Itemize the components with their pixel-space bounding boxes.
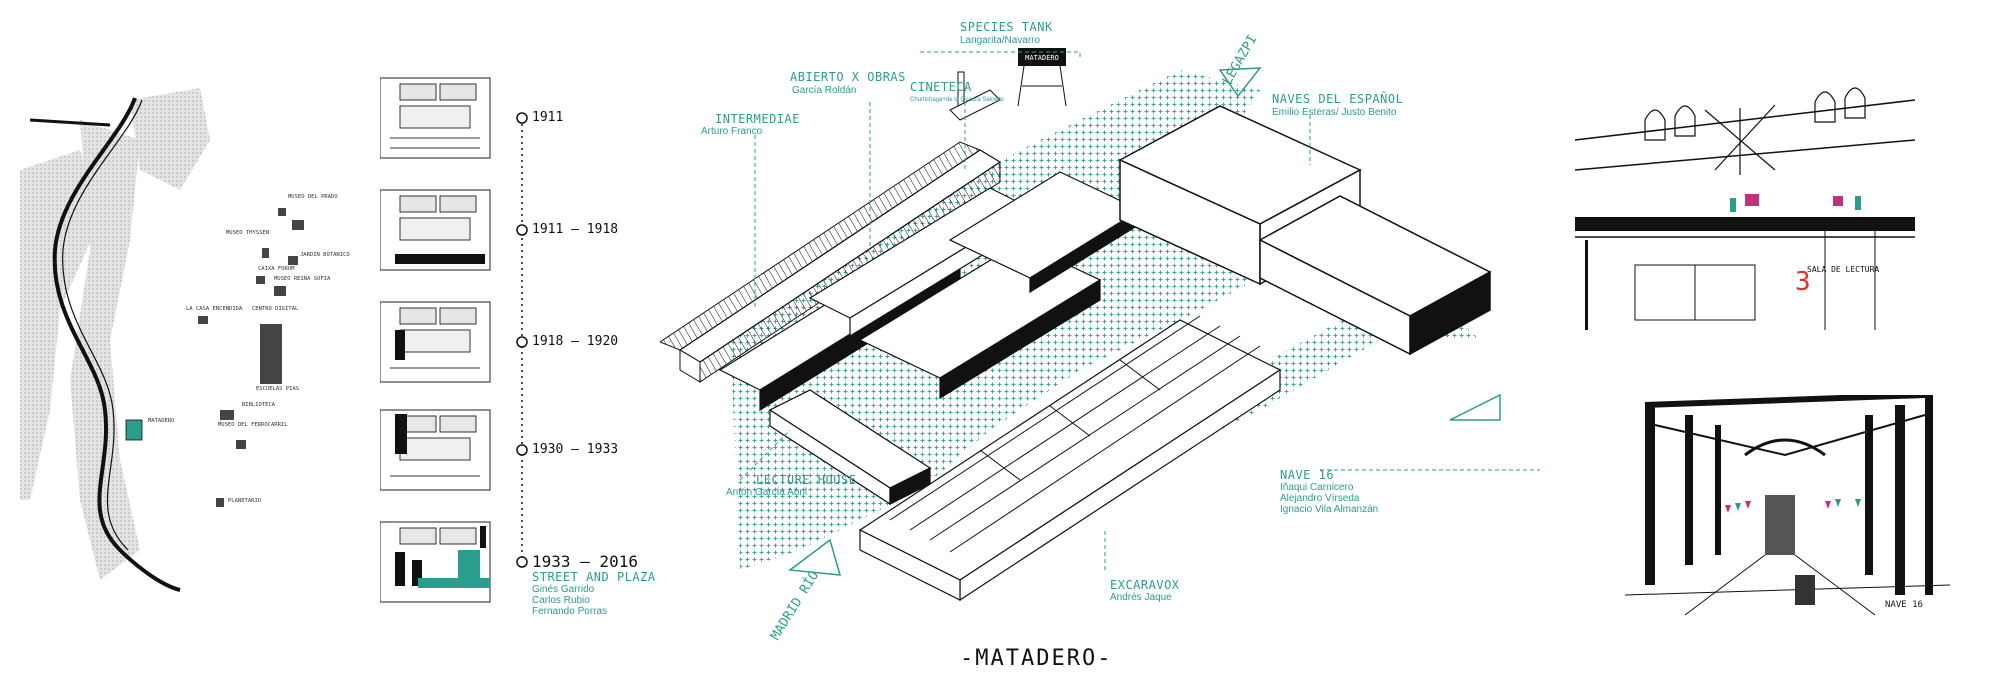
- label-cineteca-title: CINETECA: [910, 80, 972, 94]
- label-naves-title: NAVES DEL ESPAÑOL: [1272, 92, 1404, 106]
- label-excaravox-author: Andrés Jaque: [1110, 592, 1172, 603]
- timeline-node: [516, 336, 528, 348]
- map-label: MUSEO REINA SOFIA: [274, 276, 331, 282]
- map-drawing: [20, 88, 304, 592]
- label-nave16-author: Ignacio Vila Almanzán: [1280, 504, 1379, 515]
- sketch-signature: NAVE 16: [1885, 600, 1923, 610]
- cultural-buildings: [198, 208, 304, 507]
- map-label: MUSEO DEL FERROCARRIL: [218, 422, 288, 428]
- label-lecture-author: Antón García Abril: [726, 487, 808, 498]
- matadero-site-marker: [125, 419, 143, 441]
- label-cineteca-author: Churtichaga+de la Quadra Salcedo: [910, 97, 1004, 103]
- map-label: BIBLIOTECA: [242, 402, 276, 408]
- map-label: JARDIN BOTANICO: [300, 252, 350, 258]
- timeline-year: 1911: [532, 110, 564, 125]
- road-line: [29, 118, 111, 127]
- street-plaza-author: Ginés Garrido: [532, 584, 595, 595]
- leader-lines: [739, 51, 1540, 570]
- label-nave16-author: Alejandro Vírseda: [1280, 493, 1360, 504]
- sketch-nave-16-interior: NAVE 16: [1624, 392, 1951, 616]
- sketch-hall-interior: 3 SALA DE LECTURA: [1574, 87, 1916, 330]
- site-plan-1911: [380, 77, 491, 159]
- lecture-house: [768, 389, 932, 506]
- site-plan-1918-1920: [380, 301, 491, 383]
- site-plan-1930-1933: [380, 409, 491, 491]
- timeline-year: 1930 — 1933: [532, 442, 619, 457]
- timeline-node: [516, 112, 528, 124]
- label-intermediae-author: Arturo Franco: [701, 126, 763, 137]
- river-line: [62, 99, 143, 551]
- map-label: MUSEO DEL PRADO: [288, 194, 338, 200]
- flow-arrow-east: [1449, 393, 1501, 421]
- map-label: ESCUELAS PIAS: [256, 386, 300, 392]
- label-nave16-author: Iñaqui Carnicero: [1280, 482, 1354, 493]
- timeline-year: 1918 — 1920: [532, 334, 619, 349]
- label-abierto-author: García Roldán: [792, 85, 857, 96]
- timeline-node: [516, 444, 528, 456]
- site-plan-1933-2016: [380, 521, 491, 603]
- sketch-bottom: NAVE 16: [1624, 392, 1951, 620]
- water-tower-sign: MATADERO: [1025, 54, 1059, 62]
- map-label: LA CASA ENCENDIDA: [186, 306, 243, 312]
- timeline-node: [516, 224, 528, 236]
- label-intermediae-title: INTERMEDIAE: [715, 112, 800, 126]
- label-lecture-title: LECTURE HOUSE: [756, 473, 857, 487]
- nave-16-halls: [858, 315, 1282, 602]
- street-plaza-title: STREET AND PLAZA: [532, 570, 656, 584]
- flow-arrow-legazpi: [1218, 67, 1262, 98]
- river-line: [52, 97, 181, 592]
- map-label: MUSEO THYSSEN: [226, 230, 270, 236]
- label-species-tank-title: SPECIES TANK: [960, 20, 1053, 34]
- axonometric-diagram: MATADERO SPECIES TANK Langarita/Navarro …: [660, 10, 1540, 650]
- axonometric-drawing: MATADERO: [660, 48, 1540, 602]
- site-plan-1911-1918: [380, 189, 491, 271]
- species-tank-chimney: [949, 71, 1001, 121]
- label-species-tank-author: Langarita/Navarro: [960, 35, 1041, 46]
- label-naves-author: Emilio Esteras/ Justo Benito: [1272, 107, 1397, 118]
- timeline-panel: 1911 1911 — 1918 1918 — 1920 1930 — 1933…: [380, 70, 655, 630]
- timeline-year: 1911 — 1918: [532, 222, 619, 237]
- naves-del-espanol: [1118, 105, 1492, 356]
- urban-fabric: [70, 120, 140, 580]
- label-nave16-title: NAVE 16: [1280, 468, 1335, 482]
- timeline-node: [516, 556, 528, 568]
- drawing-caption: -MATADERO-: [960, 646, 1113, 671]
- urban-fabric: [130, 88, 210, 190]
- map-label: CENTRO DIGITAL: [252, 306, 299, 312]
- timeline-year: 1933 — 2016: [532, 552, 638, 571]
- long-hall-building: [660, 141, 1002, 383]
- central-halls: [718, 171, 1142, 412]
- map-label: CAIXA FORUM: [258, 266, 295, 272]
- location-map: MUSEO DEL PRADO MUSEO THYSSEN JARDIN BOT…: [20, 80, 350, 610]
- sign-text: SALA DE LECTURA: [1807, 265, 1879, 274]
- label-abierto-title: ABIERTO X OBRAS: [790, 70, 906, 84]
- street-plaza-author: Fernando Porras: [532, 606, 608, 617]
- sign-number: 3: [1795, 267, 1811, 297]
- street-plaza-author: Carlos Rubio: [532, 595, 590, 606]
- map-label: PLANETARIO: [228, 498, 262, 504]
- map-label: MATADERO: [148, 418, 175, 424]
- flow-arrow-madrid-rio: [788, 538, 842, 576]
- label-excaravox-title: EXCARAVOX: [1110, 578, 1180, 592]
- sketch-top: 3 SALA DE LECTURA: [1574, 80, 1916, 330]
- timeline-plans: [380, 77, 528, 603]
- urban-fabric: [20, 150, 100, 500]
